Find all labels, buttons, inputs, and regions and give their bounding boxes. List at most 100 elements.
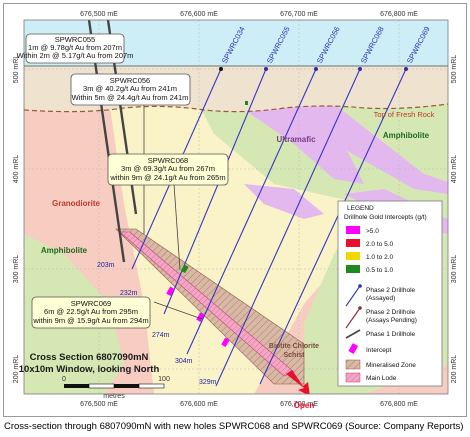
legend-pending-symbol: [345, 307, 361, 329]
easting-label: 676,600 mE: [180, 401, 218, 408]
granodiorite-label: Granodiorite: [52, 199, 101, 208]
intercept-high-grade: [221, 337, 230, 347]
intercept-low-grade: [180, 264, 189, 274]
legend-grade-label: 1.0 to 2.0: [366, 254, 393, 261]
legend-title: LEGEND: [347, 205, 374, 212]
easting-label: 676,800 mE: [380, 11, 418, 18]
legend-subtitle: Drillhole Gold Intercepts (g/t): [344, 214, 427, 221]
legend-pending-collar: [358, 306, 362, 310]
callout-hole: SPWRC068: [148, 156, 188, 165]
depth-label: 274m: [152, 332, 170, 339]
rl-label: 400 mRL: [451, 155, 458, 184]
drillhole-trace-spwrc055: [163, 68, 267, 315]
legend-lode-swatch: [345, 372, 361, 383]
section-title: Cross Section 6807090mN: [30, 352, 149, 363]
intercept-low-grade: [245, 101, 248, 105]
callout-hole: SPWRC069: [71, 299, 111, 308]
collar-marker: [314, 67, 318, 71]
ultramafic-unit: [236, 104, 364, 184]
legend-intercept-symbol: [348, 343, 359, 354]
rl-label: 200 mRL: [13, 355, 20, 384]
intercept-high-grade: [196, 312, 205, 322]
legend-item-label: Phase 2 Drillhole: [366, 309, 416, 316]
legend-swatch-low: [346, 252, 360, 260]
callout-leader: [153, 301, 203, 320]
depth-label: 329m: [199, 379, 217, 386]
section-subtitle: 10x10m Window, looking North: [19, 364, 160, 375]
rl-label: 200 mRL: [451, 355, 458, 384]
legend-grade-label: 0.5 to 1.0: [366, 267, 393, 274]
callout-hole: SPWRC056: [110, 76, 150, 85]
easting-label: 676,500 mE: [80, 11, 118, 18]
ultramafic-label: Ultramafic: [276, 135, 316, 144]
scale-hundred: 100: [158, 376, 170, 383]
drillhole-trace-spwrc056: [186, 68, 317, 355]
easting-label: 676,700 mE: [280, 11, 318, 18]
legend-grade-label: >5.0: [366, 228, 379, 235]
drillhole-trace-spwrc069: [259, 68, 407, 385]
callout-line1: 6m @ 22.5g/t Au from 295m: [44, 307, 138, 316]
scale-bar: 0 100 metres: [62, 376, 170, 400]
rl-label: 500 mRL: [451, 55, 458, 84]
rl-label: 500 mRL: [13, 55, 20, 84]
easting-label: 676,600 mE: [180, 11, 218, 18]
fresh-rock-label: Top of Fresh Rock: [374, 110, 435, 119]
legend-item-label: Phase 2 Drillhole: [366, 287, 416, 294]
callout-spwrc056: SPWRC056 3m @ 40.2g/t Au from 241m Withi…: [70, 73, 191, 106]
intercept-high-grade: [166, 286, 175, 296]
legend-item-sub: (Assayed): [366, 295, 395, 302]
callout-spwrc055: SPWRC055 1m @ 9.78g/t Au from 207m Withi…: [17, 33, 134, 64]
legend-assayed-symbol: [345, 285, 361, 307]
plot-border: [23, 19, 449, 395]
callout-line2: within 9m @ 15.9g/t Au from 294m: [32, 316, 148, 325]
easting-label: 676,700 mE: [280, 401, 318, 408]
callout-line2: Within 2m @ 5.17g/t Au from 207m: [17, 51, 134, 60]
legend-phase1-symbol: [345, 329, 361, 339]
drillhole-trace-spwrc068: [215, 68, 361, 387]
legend-item-label: Main Lode: [366, 375, 397, 382]
top-of-fresh-rock-line: [24, 103, 448, 113]
collar-marker: [404, 67, 408, 71]
open-label: Open: [294, 401, 315, 410]
cross-section-diagram: 676,500 mE 676,600 mE 676,700 mE 676,800…: [13, 11, 458, 410]
easting-label: 676,500 mE: [80, 401, 118, 408]
legend-item-label: Mineralised Zone: [366, 362, 416, 369]
easting-label: 676,800 mE: [380, 401, 418, 408]
legend-item-sub: (Assays Pending): [366, 317, 417, 324]
legend-item-label: Intercept: [366, 347, 391, 354]
callout-spwrc069: SPWRC069 6m @ 22.5g/t Au from 295m withi…: [31, 296, 151, 329]
legend-assayed-collar: [358, 284, 362, 288]
legend-swatch-lowest: [346, 265, 360, 273]
collar-marker: [358, 67, 362, 71]
ultramafic-streak-3: [244, 184, 324, 219]
open-arrow: [286, 370, 310, 394]
callout-line1: 3m @ 40.2g/t Au from 241m: [83, 84, 177, 93]
collar-marker: [264, 67, 268, 71]
depth-label: 203m: [97, 262, 115, 269]
scale-unit: metres: [103, 393, 125, 400]
amphibolite-label: Amphibolite: [41, 246, 88, 255]
collar-marker: [219, 67, 223, 71]
callout-hole: SPWRC055: [55, 35, 95, 44]
amphibolite-label: Amphibolite: [383, 131, 430, 140]
legend-grade-label: 2.0 to 5.0: [366, 241, 393, 248]
rl-label: 300 mRL: [451, 255, 458, 284]
callout-line2: Within 5m @ 24.4g/t Au from 241m: [72, 93, 189, 102]
legend-swatch-mid: [346, 239, 360, 247]
depth-label: 232m: [120, 290, 138, 297]
callout-line1: 1m @ 9.78g/t Au from 207m: [28, 43, 122, 52]
legend-item-label: Phase 1 Drillhole: [366, 331, 416, 338]
callout-leader: [173, 183, 181, 271]
callout-line1: 3m @ 69.3g/t Au from 267m: [121, 164, 215, 173]
callout-line2: within 9m @ 24.1g/t Au from 265m: [109, 173, 225, 182]
ultramafic-streak-1: [294, 104, 448, 194]
scale-zero: 0: [62, 376, 66, 383]
figure-caption: Cross-section through 6807090mN with new…: [4, 421, 464, 432]
biotite-schist-label: Biotite Chlorite: [269, 343, 319, 350]
main-lode: [119, 231, 295, 377]
depth-label: 304m: [175, 358, 193, 365]
legend-swatch-high: [346, 226, 360, 234]
legend: LEGEND Drillhole Gold Intercepts (g/t) >…: [337, 200, 443, 387]
rl-label: 300 mRL: [13, 255, 20, 284]
biotite-schist-label: Schist: [283, 352, 305, 359]
